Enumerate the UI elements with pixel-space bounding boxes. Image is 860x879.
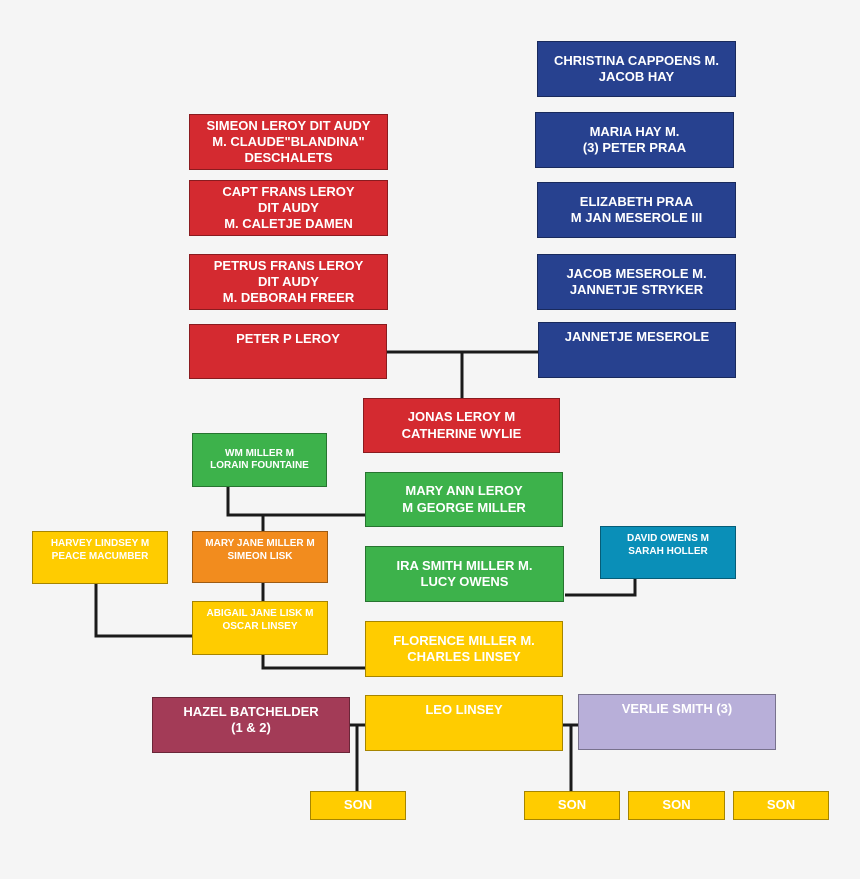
person-verlie-smith: VERLIE SMITH (3) — [578, 694, 776, 750]
person-david-owens: DAVID OWENS M SARAH HOLLER — [600, 526, 736, 579]
person-son-1: SON — [310, 791, 406, 820]
connector-harvey-abigail — [94, 584, 192, 638]
person-son-2: SON — [524, 791, 620, 820]
person-florence-miller: FLORENCE MILLER M. CHARLES LINSEY — [365, 621, 563, 677]
person-jonas-leroy: JONAS LEROY M CATHERINE WYLIE — [363, 398, 560, 453]
person-petrus-frans-leroy: PETRUS FRANS LEROY DIT AUDY M. DEBORAH F… — [189, 254, 388, 310]
person-harvey-lindsey: HARVEY LINDSEY M PEACE MACUMBER — [32, 531, 168, 584]
person-jannetje-meserole: JANNETJE MESEROLE — [538, 322, 736, 378]
person-abigail-jane-lisk: ABIGAIL JANE LISK M OSCAR LINSEY — [192, 601, 328, 655]
person-simeon-leroy: SIMEON LEROY DIT AUDY M. CLAUDE"BLANDINA… — [189, 114, 388, 170]
connector-abigail-florence — [261, 655, 365, 670]
person-elizabeth-praa: ELIZABETH PRAA M JAN MESEROLE III — [537, 182, 736, 238]
person-leo-linsey: LEO LINSEY — [365, 695, 563, 751]
connector-wm-maryann — [226, 487, 365, 517]
person-christina-cappoens: CHRISTINA CAPPOENS M. JACOB HAY — [537, 41, 736, 97]
person-maria-hay: MARIA HAY M. (3) PETER PRAA — [535, 112, 734, 168]
person-son-4: SON — [733, 791, 829, 820]
person-son-3: SON — [628, 791, 725, 820]
person-mary-ann-leroy: MARY ANN LEROY M GEORGE MILLER — [365, 472, 563, 527]
person-ira-smith-miller: IRA SMITH MILLER M. LUCY OWENS — [365, 546, 564, 602]
person-capt-frans-leroy: CAPT FRANS LEROY DIT AUDY M. CALETJE DAM… — [189, 180, 388, 236]
connector-ira-david — [565, 579, 637, 597]
person-wm-miller: WM MILLER M LORAIN FOUNTAINE — [192, 433, 327, 487]
person-jacob-meserole: JACOB MESEROLE M. JANNETJE STRYKER — [537, 254, 736, 310]
person-mary-jane-miller: MARY JANE MILLER M SIMEON LISK — [192, 531, 328, 583]
person-hazel-batchelder: HAZEL BATCHELDER (1 & 2) — [152, 697, 350, 753]
person-peter-p-leroy: PETER P LEROY — [189, 324, 387, 379]
